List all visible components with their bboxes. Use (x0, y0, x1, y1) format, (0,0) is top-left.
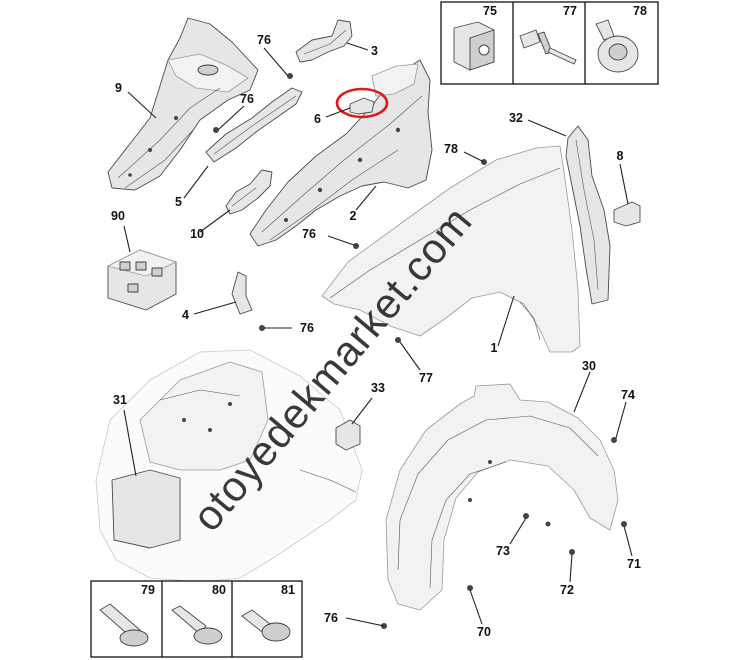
label-4: 4 (182, 308, 189, 322)
label-75: 75 (483, 4, 497, 18)
label-30: 30 (582, 359, 596, 373)
label-71: 71 (627, 557, 641, 571)
label-33: 33 (371, 381, 385, 395)
part-9-apron-member (107, 17, 259, 191)
label-8: 8 (617, 149, 624, 163)
label-31: 31 (113, 393, 127, 407)
label-76-lower: 76 (300, 321, 314, 335)
label-81: 81 (281, 583, 295, 597)
part-3-upper-bracket (295, 19, 353, 63)
cage-nut-75-icon (453, 21, 495, 71)
part-10-bracket (225, 169, 273, 215)
fastener-box-bottom: 79 80 81 (90, 580, 303, 658)
part-33-bracket (335, 419, 361, 451)
fastener-box-top: 75 77 78 (440, 1, 659, 85)
part-31-body-shell (95, 349, 363, 583)
part-32-seal-strip (565, 125, 611, 305)
bolt-79-icon (99, 603, 149, 647)
part-5-rail-bracket (205, 87, 303, 163)
label-74: 74 (621, 388, 635, 402)
label-3: 3 (371, 44, 378, 58)
label-73: 73 (496, 544, 510, 558)
part-4-bracket (231, 271, 253, 315)
part-2-side-member (249, 59, 433, 247)
label-79: 79 (141, 583, 155, 597)
label-76-left: 76 (240, 92, 254, 106)
highlight-ring (335, 87, 389, 119)
label-76-bottom: 76 (324, 611, 338, 625)
part-1-fender (321, 145, 581, 353)
label-6: 6 (314, 112, 321, 126)
label-32: 32 (509, 111, 523, 125)
rivet-77-icon (519, 29, 577, 65)
label-77-box: 77 (563, 4, 577, 18)
label-2: 2 (350, 209, 357, 223)
part-90-fuse-box (107, 249, 177, 311)
label-77: 77 (419, 371, 433, 385)
leader-lines (123, 42, 633, 627)
part-30-wheel-liner (385, 383, 619, 611)
label-1: 1 (491, 341, 498, 355)
part-6-clip (349, 97, 375, 115)
label-5: 5 (175, 195, 182, 209)
label-76-mid: 76 (302, 227, 316, 241)
label-72: 72 (560, 583, 574, 597)
callout-labels: 9 3 76 76 6 5 10 2 76 90 4 76 32 8 78 1 … (111, 33, 641, 639)
label-90: 90 (111, 209, 125, 223)
bolt-81-icon (241, 609, 291, 642)
part-8-bracket (613, 201, 641, 227)
label-70: 70 (477, 625, 491, 639)
bolt-80-icon (171, 605, 223, 645)
label-9: 9 (115, 81, 122, 95)
label-80: 80 (212, 583, 226, 597)
label-78-box: 78 (633, 4, 647, 18)
label-76-top: 76 (257, 33, 271, 47)
clip-screw-78-icon (595, 19, 639, 73)
label-10: 10 (190, 227, 204, 241)
fastener-dots (213, 73, 627, 629)
label-78: 78 (444, 142, 458, 156)
